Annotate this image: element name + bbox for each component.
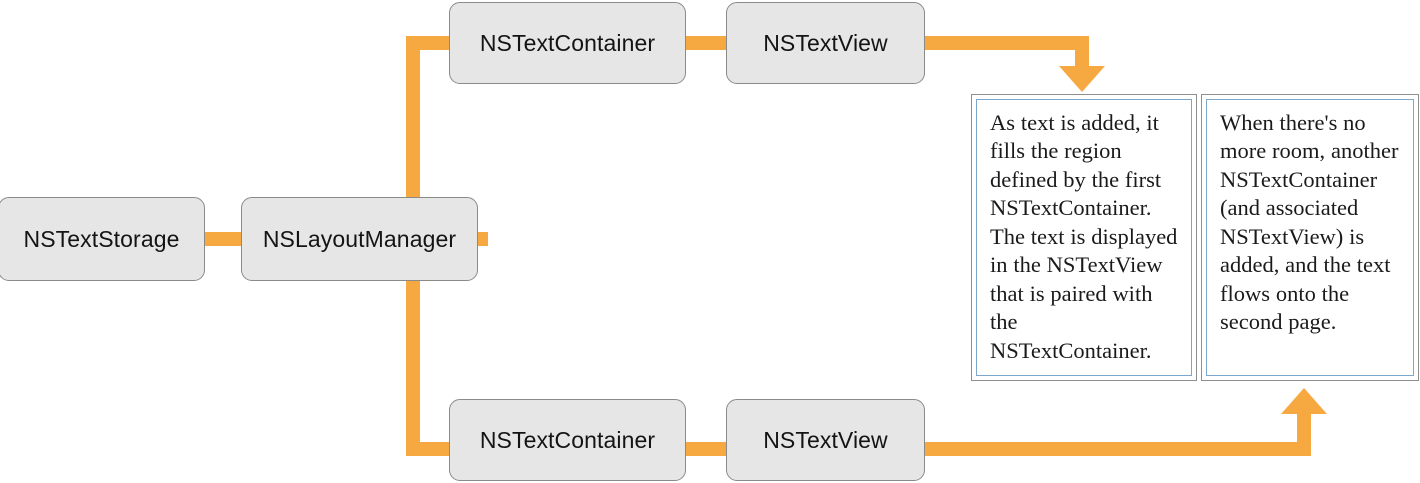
connector-bottom-view-run [921,442,1311,456]
connector-bottom-view-rise [1297,414,1311,456]
node-nstextview-bottom[interactable]: NSTextView [726,399,925,481]
node-nstextcontainer-top-label: NSTextContainer [479,29,656,56]
page-panel-first-inner: As text is added, it fills the region de… [976,99,1192,376]
page-panel-second-inner: When there's no more room, another NSTex… [1206,99,1414,376]
node-nstextstorage-label: NSTextStorage [23,225,180,252]
page-panel-second: When there's no more room, another NSTex… [1201,94,1419,381]
node-nslayoutmanager[interactable]: NSLayoutManager [241,197,478,281]
connector-top-container-to-top-view [682,36,730,50]
page-panel-first: As text is added, it fills the region de… [971,94,1197,381]
node-nstextview-bottom-label: NSTextView [763,426,888,453]
connector-storage-to-layout-manager [200,232,246,246]
connector-top-view-run2 [1020,36,1089,50]
node-nstextcontainer-bottom[interactable]: NSTextContainer [449,399,686,481]
node-nstextview-top[interactable]: NSTextView [726,2,925,84]
node-nstextcontainer-top[interactable]: NSTextContainer [449,2,686,84]
arrowhead-into-second-page [1281,388,1327,414]
node-nslayoutmanager-label: NSLayoutManager [262,225,457,252]
node-nstextcontainer-bottom-label: NSTextContainer [479,426,656,453]
connector-bottom-container-to-bottom-view [682,442,730,456]
page-panel-second-text: When there's no more room, another NSTex… [1220,110,1399,335]
arrowhead-into-first-page [1059,66,1105,92]
connector-top-view-run [921,36,1026,50]
node-nstextview-top-label: NSTextView [763,29,888,56]
node-nstextstorage[interactable]: NSTextStorage [0,197,205,281]
page-panel-first-text: As text is added, it fills the region de… [990,110,1178,363]
